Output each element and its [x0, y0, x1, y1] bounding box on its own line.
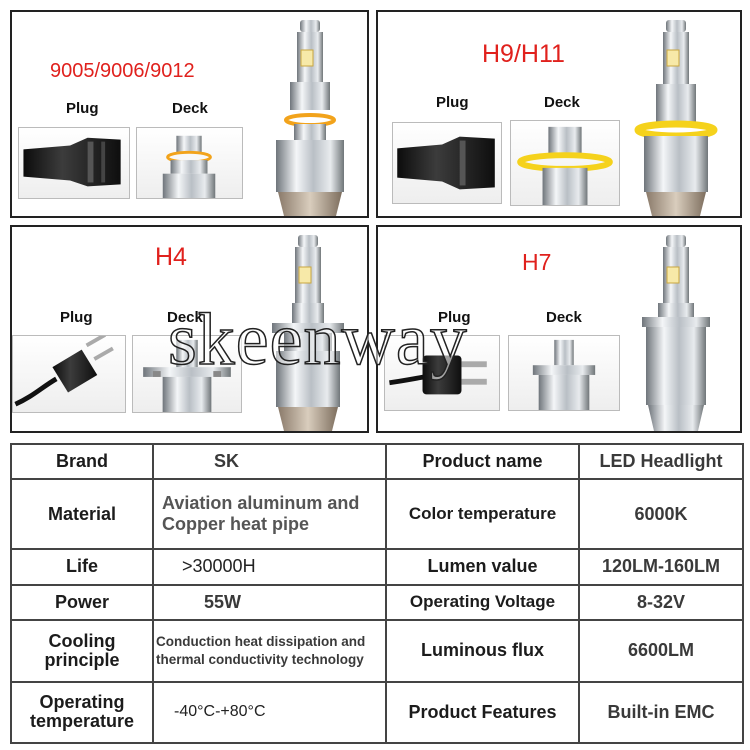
table-row: Material Aviation aluminum and Copper he… [10, 478, 744, 551]
plug-image [384, 335, 500, 411]
table-row: Power 55W Operating Voltage 8-32V [10, 583, 744, 622]
spec-value: 6600LM [578, 619, 744, 683]
spec-value: Conduction heat dissipation and thermal … [152, 619, 387, 683]
plug-label: Plug [436, 94, 469, 111]
spec-label: Color temperature [385, 478, 580, 551]
plug-label: Plug [66, 100, 99, 117]
deck-label: Deck [544, 94, 580, 111]
deck-label: Deck [167, 309, 203, 326]
deck-image [508, 335, 620, 411]
panel-title: H9/H11 [482, 40, 565, 68]
spec-value: 55W [152, 583, 387, 622]
spec-label: Power [10, 583, 154, 622]
bulb-image [634, 233, 718, 431]
spec-value: SK [152, 442, 387, 481]
panel-title: 9005/9006/9012 [50, 60, 195, 82]
deck-image [510, 120, 620, 206]
deck-image [132, 335, 242, 413]
spec-value: 6000K [578, 478, 744, 551]
deck-image [136, 127, 243, 199]
spec-label: Brand [10, 442, 154, 481]
spec-table: Brand SK Product name LED Headlight Mate… [10, 442, 744, 745]
bulb-image [270, 18, 350, 216]
spec-label: Luminous flux [385, 619, 580, 683]
spec-value: 8-32V [578, 583, 744, 622]
watermark: skeenway [167, 298, 468, 382]
spec-label: Product name [385, 442, 580, 481]
table-row: Operating temperature -40°C-+80°C Produc… [10, 680, 744, 745]
spec-value: Built-in EMC [578, 680, 744, 745]
plug-label: Plug [60, 309, 93, 326]
plug-image [18, 127, 130, 199]
panel-h4: H4 Plug Deck [10, 225, 369, 433]
plug-label: Plug [438, 309, 471, 326]
panel-h9-h11: H9/H11 Plug Deck [376, 10, 742, 218]
bulb-image [634, 18, 718, 216]
spec-value: LED Headlight [578, 442, 744, 481]
plug-image [392, 122, 502, 204]
spec-label: Operating Voltage [385, 583, 580, 622]
spec-value: Aviation aluminum and Copper heat pipe [152, 478, 387, 551]
plug-image [12, 335, 126, 413]
spec-label: Operating temperature [10, 680, 154, 745]
deck-label: Deck [546, 309, 582, 326]
spec-value: >30000H [152, 548, 387, 586]
panel-h7: H7 Plug Deck [376, 225, 742, 433]
table-row: Brand SK Product name LED Headlight [10, 442, 744, 481]
spec-value: -40°C-+80°C [152, 680, 387, 745]
spec-label: Material [10, 478, 154, 551]
table-row: Life >30000H Lumen value 120LM-160LM [10, 548, 744, 586]
panel-title: H7 [522, 249, 552, 275]
spec-label: Life [10, 548, 154, 586]
spec-label: Lumen value [385, 548, 580, 586]
spec-label: Cooling principle [10, 619, 154, 683]
spec-value: 120LM-160LM [578, 548, 744, 586]
panel-title: H4 [155, 243, 187, 271]
deck-label: Deck [172, 100, 208, 117]
spec-label: Product Features [385, 680, 580, 745]
table-row: Cooling principle Conduction heat dissip… [10, 619, 744, 683]
bulb-image [266, 233, 350, 431]
panel-9005-9006-9012: 9005/9006/9012 Plug Deck [10, 10, 369, 218]
